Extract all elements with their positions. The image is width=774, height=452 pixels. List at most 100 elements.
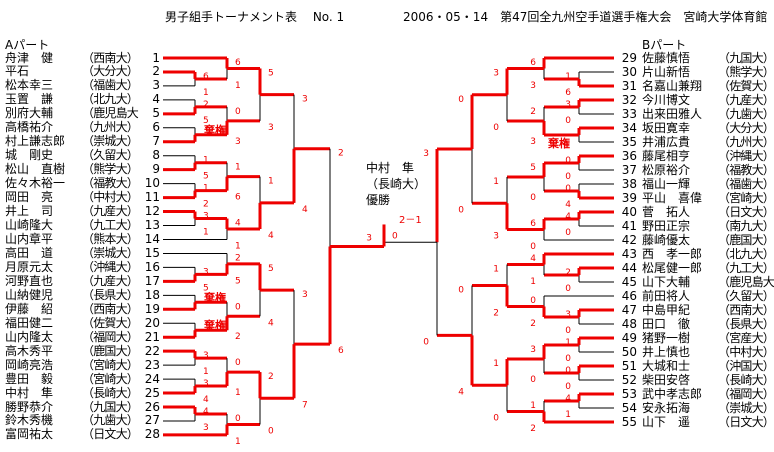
player-name: 鈴木秀機	[5, 413, 54, 428]
score-label: 5	[203, 283, 209, 293]
score-label: 0	[530, 296, 536, 306]
player-number: 31	[621, 78, 637, 93]
score-label: 1	[565, 410, 571, 420]
player-school: （西南大）	[82, 50, 139, 65]
score-label: 2	[338, 149, 344, 159]
score-label: 5	[268, 264, 274, 274]
final-score-right: 0	[392, 231, 398, 241]
player-number: 25	[144, 385, 160, 400]
score-label: 2	[203, 100, 209, 110]
score-label: 0	[565, 284, 571, 294]
score-label: 5	[235, 276, 241, 286]
player-number: 22	[144, 343, 160, 358]
player-name: 高木秀平	[5, 343, 54, 358]
score-label: 6	[235, 58, 241, 68]
score-label: 4	[268, 318, 274, 328]
champion-box: 中村 隼 （長崎大） 優勝	[366, 160, 426, 208]
score-label: 2	[565, 268, 571, 278]
player-school: （福岡大）	[82, 329, 139, 344]
player-name: 菅 拓人	[642, 204, 691, 219]
score-label: 3	[423, 149, 429, 159]
score-label: 3	[565, 100, 571, 110]
player-name: 平石	[5, 64, 30, 79]
score-label: 1	[493, 265, 499, 275]
score-label: 5	[268, 68, 274, 78]
score-label: 5	[530, 163, 536, 173]
player-number: 8	[152, 148, 160, 163]
score-label: 3	[203, 212, 209, 222]
score-label: 3	[203, 351, 209, 361]
score-label: 0	[493, 123, 499, 133]
player-school: （九産大）	[82, 204, 139, 219]
player-school: （福歯大）	[718, 176, 774, 191]
score-label: 6	[530, 219, 536, 229]
player-number: 55	[621, 414, 637, 429]
score-label: 1	[203, 88, 209, 98]
player-number: 6	[152, 120, 160, 135]
player-name: 坂田寛幸	[642, 120, 691, 135]
player-name: 山下大輔	[642, 274, 691, 289]
score-label: 0	[530, 193, 536, 203]
player-name: 井浦広貴	[642, 134, 691, 149]
player-school: （熊本大）	[82, 231, 139, 246]
player-name: 山下 遥	[642, 414, 691, 429]
player-name: 佐藤慎悟	[642, 50, 691, 65]
player-number: 35	[621, 134, 637, 149]
player-name: 松尾健一郎	[642, 260, 703, 275]
score-label: 2	[530, 319, 536, 329]
score-label: 1	[530, 401, 536, 411]
score-label: 0	[423, 337, 429, 347]
player-school: （日文大）	[718, 414, 774, 429]
part-a-label: Aパート	[5, 38, 50, 52]
score-label: 2	[493, 309, 499, 319]
score-label: 2	[235, 253, 241, 263]
score-label: 3	[203, 423, 209, 433]
player-number: 10	[144, 176, 160, 191]
player-name: 豊田 毅	[5, 371, 54, 386]
player-number: 46	[621, 288, 637, 303]
player-name: 柴田安啓	[642, 372, 691, 387]
player-name: 西 孝一郎	[642, 246, 703, 261]
player-school: （崇城大）	[718, 400, 774, 415]
player-name: 福田健二	[5, 315, 54, 330]
score-label: 1	[530, 277, 536, 287]
score-label: 1	[268, 177, 274, 187]
player-name: 勝野恭介	[5, 399, 54, 414]
player-name: 佐々木裕一	[5, 176, 66, 191]
player-name: 伊藤 紹	[5, 301, 54, 316]
score-label: 1	[203, 156, 209, 166]
score-label: 1	[493, 359, 499, 369]
player-school: （九国大）	[82, 399, 139, 414]
player-school: （久留大）	[82, 148, 139, 163]
player-name: 舟津 健	[5, 50, 54, 65]
player-name: 中村 隼	[5, 385, 54, 400]
player-school: （鹿国大）	[82, 343, 139, 358]
score-label: 0	[235, 302, 241, 312]
player-school: （長崎大）	[718, 372, 774, 387]
score-label: 4	[235, 219, 241, 229]
player-school: （鹿児島大	[82, 106, 139, 121]
player-number: 1	[152, 50, 160, 65]
event-info: 2006・05・14 第47回全九州空手道選手権大会 宮崎大学体育館	[403, 10, 768, 24]
score-label: 4	[565, 200, 571, 210]
score-label: 6	[338, 346, 344, 356]
player-number: 34	[621, 120, 637, 135]
page-title: 男子組手トーナメント表 No. 1	[165, 10, 345, 24]
score-label: 3	[530, 345, 536, 355]
player-name: 井上 司	[5, 204, 54, 219]
score-label: 0	[565, 172, 571, 182]
player-school: （宮崎大）	[718, 190, 774, 205]
player-number: 28	[144, 427, 160, 442]
player-name: 河野直也	[5, 273, 54, 288]
score-label: 1	[203, 228, 209, 238]
champion-school: （長崎大）	[366, 177, 427, 191]
player-number: 48	[621, 316, 637, 331]
player-name: 藤尾相亨	[642, 148, 691, 163]
score-label: 1	[235, 81, 241, 91]
player-school: （沖縄大）	[718, 148, 774, 163]
player-school: （大分大）	[82, 64, 139, 79]
score-label: 4	[203, 407, 209, 417]
score-label: 0	[565, 382, 571, 392]
player-school: （九歯大）	[718, 106, 774, 121]
player-number: 4	[152, 92, 160, 107]
